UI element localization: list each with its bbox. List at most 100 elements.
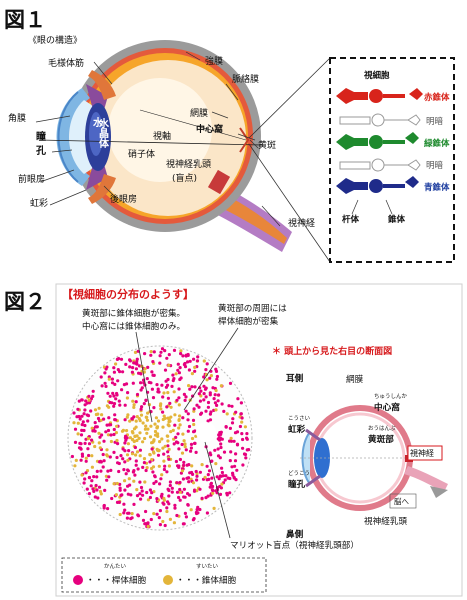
cone-dot [97,441,101,445]
svg-text:耳側: 耳側 [286,372,304,384]
rod-dot [148,495,152,500]
cone-dot [192,409,196,413]
svg-text:脈絡膜: 脈絡膜 [232,73,259,85]
rod-dot [126,511,130,515]
svg-text:明暗: 明暗 [426,116,444,127]
rod-dot [140,405,144,409]
rod-dot [239,412,243,416]
rod-dot [112,404,116,408]
rod-dot [117,500,121,504]
svg-text:【視細胞の分布のようす】: 【視細胞の分布のようす】 [62,287,194,301]
figure-2-diagram: 【視細胞の分布のようす】 黄斑部に錐体細胞が密集。 中心窩には錐体細胞のみ。 黄… [55,283,463,597]
cone-dot [142,457,147,461]
rod-dot [80,423,84,427]
rod-dot [195,478,199,482]
cone-dot [162,459,166,463]
cone-dot [165,509,169,514]
cone-dot [72,421,76,425]
rod-dot [118,486,122,490]
cone-dot [190,372,194,376]
rod-dot [138,448,142,452]
photoreceptor-inset [329,57,455,263]
rod-dot [136,467,140,471]
rod-dot [175,481,179,485]
rod-dot [208,451,212,455]
rod-dot [228,439,232,443]
cone-dot [174,372,178,376]
rod-dot [109,433,113,437]
rod-dot [197,405,201,409]
rod-dot [193,369,197,373]
rod-dot [123,508,127,512]
rod-dot [217,477,221,481]
rod-dot [208,485,212,489]
rod-dot [196,355,200,359]
svg-text:かんたい: かんたい [104,563,127,570]
rod-dot [95,469,99,473]
rod-dot [118,482,122,486]
rod-dot [78,417,82,421]
cone-dot [132,427,137,431]
rod-dot [144,398,148,403]
rod-dot [140,489,144,493]
rod-dot [187,493,192,497]
rod-dot [160,347,165,351]
lens-label-1: 水 [92,116,104,129]
rod-dot [177,371,181,375]
rod-dot [172,442,176,446]
rod-dot [197,392,201,396]
cone-dot [152,451,156,455]
cone-dot [166,391,170,395]
rod-dot [125,516,129,520]
cone-dot [168,517,172,521]
rod-dot [233,464,237,468]
rod-dot [141,493,145,497]
rod-dot [194,450,198,454]
cone-dot [118,512,122,517]
rod-dot [90,438,94,442]
rod-dot [92,475,96,479]
rod-dot [234,410,238,414]
rod-dot [159,350,163,354]
svg-text:黄斑部に錐体細胞が密集。: 黄斑部に錐体細胞が密集。 [82,307,185,319]
rod-dot [165,356,169,360]
rod-dot [137,364,142,368]
cone-dot [156,419,161,423]
cone-dot [139,413,144,417]
svg-text:鼻側: 鼻側 [286,528,304,540]
cone-dot [105,453,109,457]
cone-dot [143,367,147,371]
rod-dot [154,480,158,484]
cone-dot [145,466,149,470]
rod-dot [195,403,199,407]
lens-label: 水晶体 [97,117,110,149]
cone-dot [144,424,148,428]
rod-dot [188,387,192,391]
svg-text:黄斑部: 黄斑部 [368,433,394,445]
rod-dot [158,523,162,527]
rod-dot [177,396,181,400]
cone-dot [105,404,109,408]
cone-dot [211,491,215,495]
rod-dot [179,352,183,356]
rod-dot [163,523,167,528]
cone-dot [177,426,181,430]
rod-dot [213,448,217,452]
cone-dot [107,377,111,381]
cone-dot [183,445,187,449]
cone-dot [243,425,247,429]
cone-dot [151,465,156,469]
rod-dot [102,503,106,508]
cone-dot [132,479,136,483]
rod-dot [132,502,136,506]
svg-text:黄斑部の周囲には: 黄斑部の周囲には [218,302,287,314]
rod-dot [219,442,223,446]
svg-text:虹彩: 虹彩 [288,423,306,435]
rod-dot [149,353,153,357]
rod-dot [228,381,233,385]
cone-dot [141,421,145,425]
cone-dot [80,473,84,477]
svg-text:中心窩: 中心窩 [196,123,223,135]
subtitle: 《眼の構造》 [28,34,82,46]
rod-dot [133,445,137,450]
